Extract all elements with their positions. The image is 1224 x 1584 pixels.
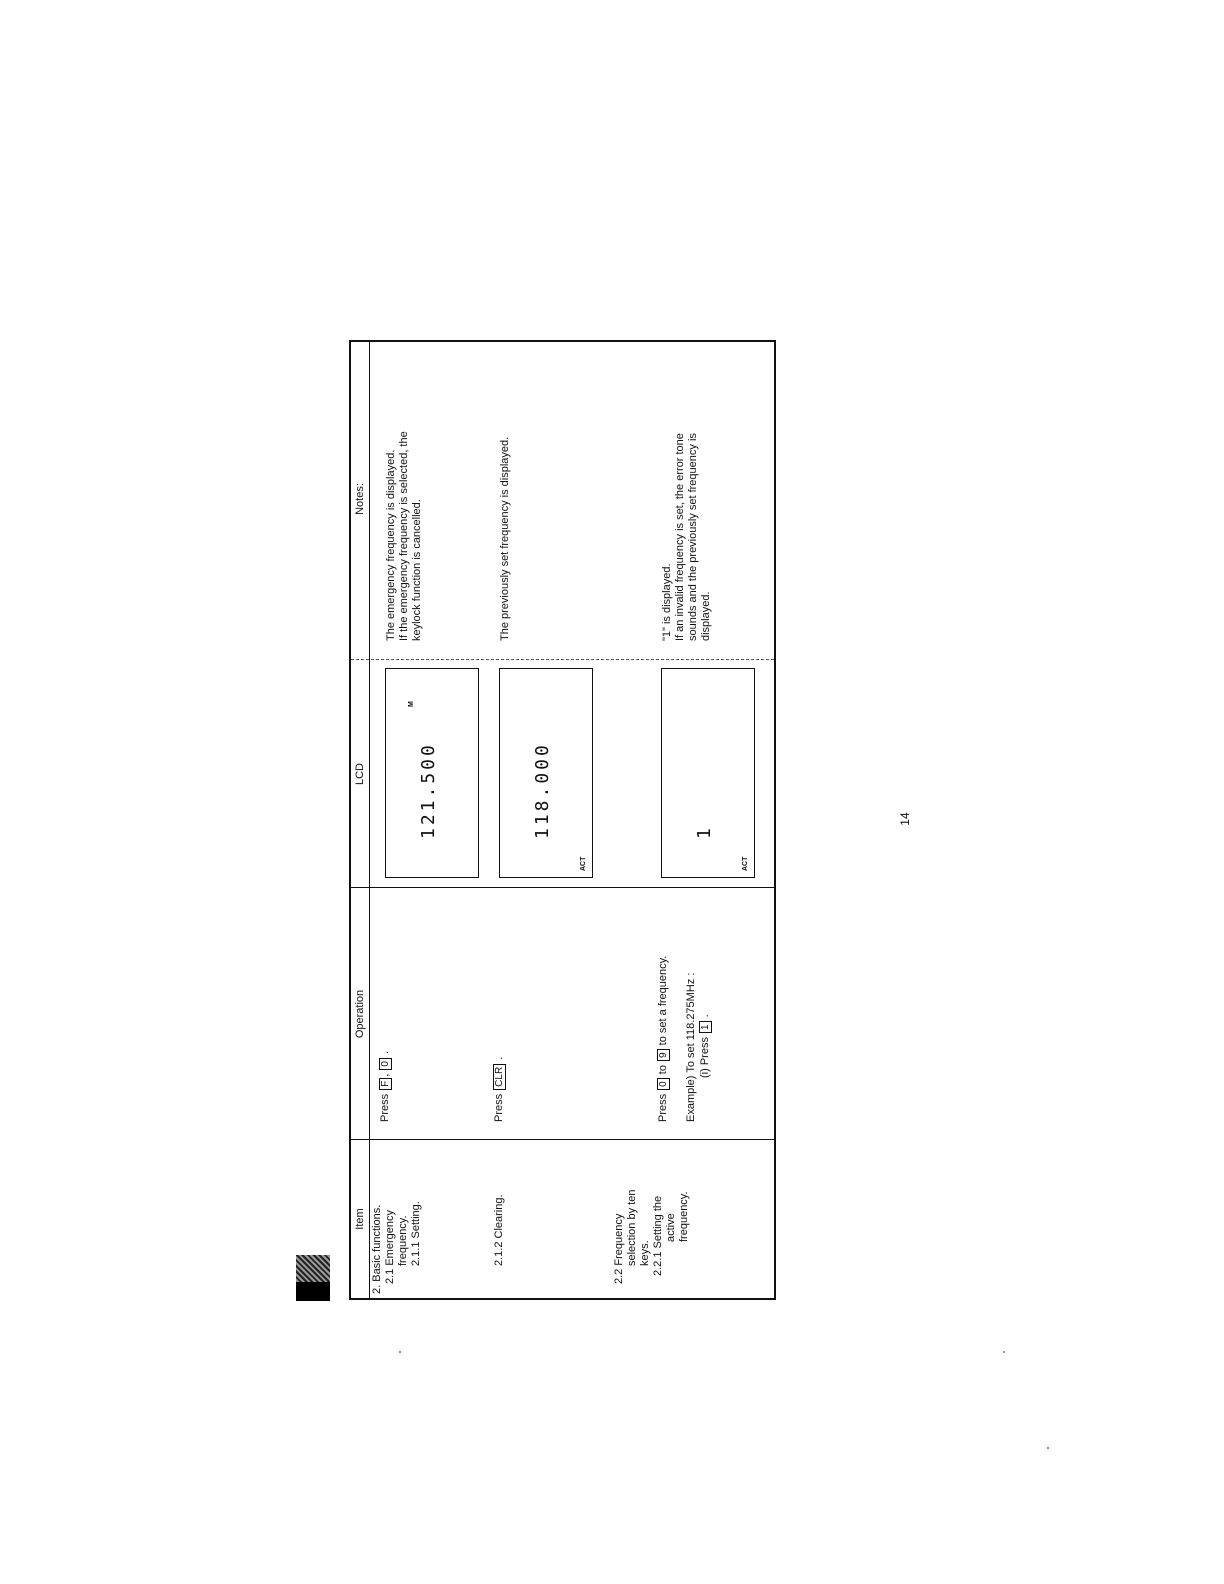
item-line: frequency. [678,1191,690,1242]
lcd-display-clearing: ACT 118.000 [499,668,593,878]
key-separator: , [379,1073,391,1077]
column-divider [351,1139,774,1140]
0-key: 0 [657,1078,670,1090]
9-key: 9 [657,1049,670,1061]
notes-line: keylock function is cancelled. [411,499,423,641]
lcd-indicator: M [408,701,415,707]
item-line: 2. Basic functions. [371,1204,383,1294]
operation-suffix: . [379,1050,391,1054]
rotated-page: Item Operation LCD Notes: 2. Basic funct… [349,340,776,1300]
operation-text: Press CLR . [493,1057,506,1122]
column-divider [351,659,774,660]
operation-prefix: Press [379,1093,391,1122]
table-header: Item Operation LCD Notes: [351,342,370,1298]
instruction-table: Item Operation LCD Notes: 2. Basic funct… [349,340,776,1300]
operation-mid: to [657,1065,669,1075]
lcd-label-act: ACT [580,856,587,871]
operation-suffix: . [493,1056,505,1060]
lcd-digits: 121.500 [418,742,439,839]
item-line: active [665,1213,677,1242]
clr-key: CLR [493,1063,506,1090]
lcd-digits: 118.000 [532,742,553,839]
speck [399,1351,401,1353]
f-key: F [379,1077,392,1090]
notes-line: The previously set frequency is displaye… [499,436,511,641]
lcd-display-frequency: ACT 1 [661,668,755,878]
page-number: 14 [898,812,912,826]
scan-artifact-solid [296,1282,330,1301]
operation-suffix: to set a frequency. [657,955,669,1046]
column-divider [351,887,774,888]
speck [1003,1351,1005,1353]
header-lcd: LCD [354,763,366,786]
notes-line: sounds and the previously set frequency … [687,433,699,641]
example-text: Example) To set 118.275MHz : [685,972,697,1122]
notes-line: If an invalid frequency is set, the erro… [674,433,686,641]
0-key: 0 [379,1058,392,1070]
1-key: 1 [699,1021,712,1033]
lcd-label-act: ACT [742,856,749,871]
item-line: 2.1 Emergency [384,1210,396,1284]
lcd-display-emergency: 121.500 M [385,668,479,878]
notes-line: The emergency frequency is displayed. [385,449,397,641]
operation-text: (i) Press 1 . [699,1014,712,1078]
item-line: 2.2.1 Setting the [652,1195,664,1276]
item-line: 2.1.1 Setting. [410,1201,422,1266]
header-notes: Notes: [354,483,366,515]
notes-line: displayed. [700,591,712,641]
item-line: frequency. [397,1215,409,1266]
item-line: 2.2 Frequency [613,1213,625,1284]
item-line: keys. [639,1240,651,1266]
speck [1047,1447,1049,1449]
operation-text: Press 0 to 9 to set a frequency. [657,956,670,1122]
operation-text: Press F, 0 . [379,1051,392,1122]
operation-suffix: . [699,1014,711,1018]
item-line: selection by ten [626,1189,638,1266]
notes-line: If the emergency frequency is selected, … [398,431,410,641]
operation-prefix: Press [657,1093,669,1122]
operation-prefix: Press [493,1093,505,1122]
notes-line: "1" is displayed. [661,563,673,641]
header-item: Item [354,1208,366,1230]
item-line: 2.1.2 Clearing. [493,1194,505,1266]
header-operation: Operation [354,989,366,1039]
lcd-digits: 1 [694,825,715,839]
operation-prefix: (i) Press [699,1037,711,1078]
